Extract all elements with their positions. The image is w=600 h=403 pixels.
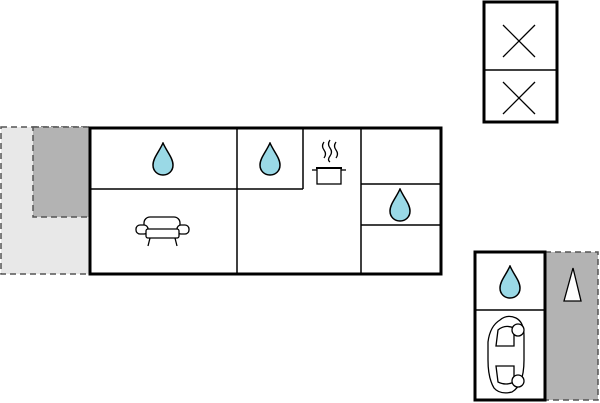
main-building bbox=[88, 126, 443, 276]
cooking-pot-icon bbox=[312, 139, 346, 185]
garage-building bbox=[473, 250, 599, 402]
cross-icon bbox=[502, 81, 536, 115]
car-icon bbox=[487, 315, 525, 394]
terrace-dark-area bbox=[32, 126, 91, 218]
annex-outline bbox=[482, 0, 559, 124]
left-terrace bbox=[0, 126, 91, 275]
sofa-icon bbox=[135, 216, 190, 247]
tent-icon bbox=[563, 267, 582, 302]
cross-icon bbox=[502, 24, 536, 58]
annex bbox=[482, 0, 559, 124]
